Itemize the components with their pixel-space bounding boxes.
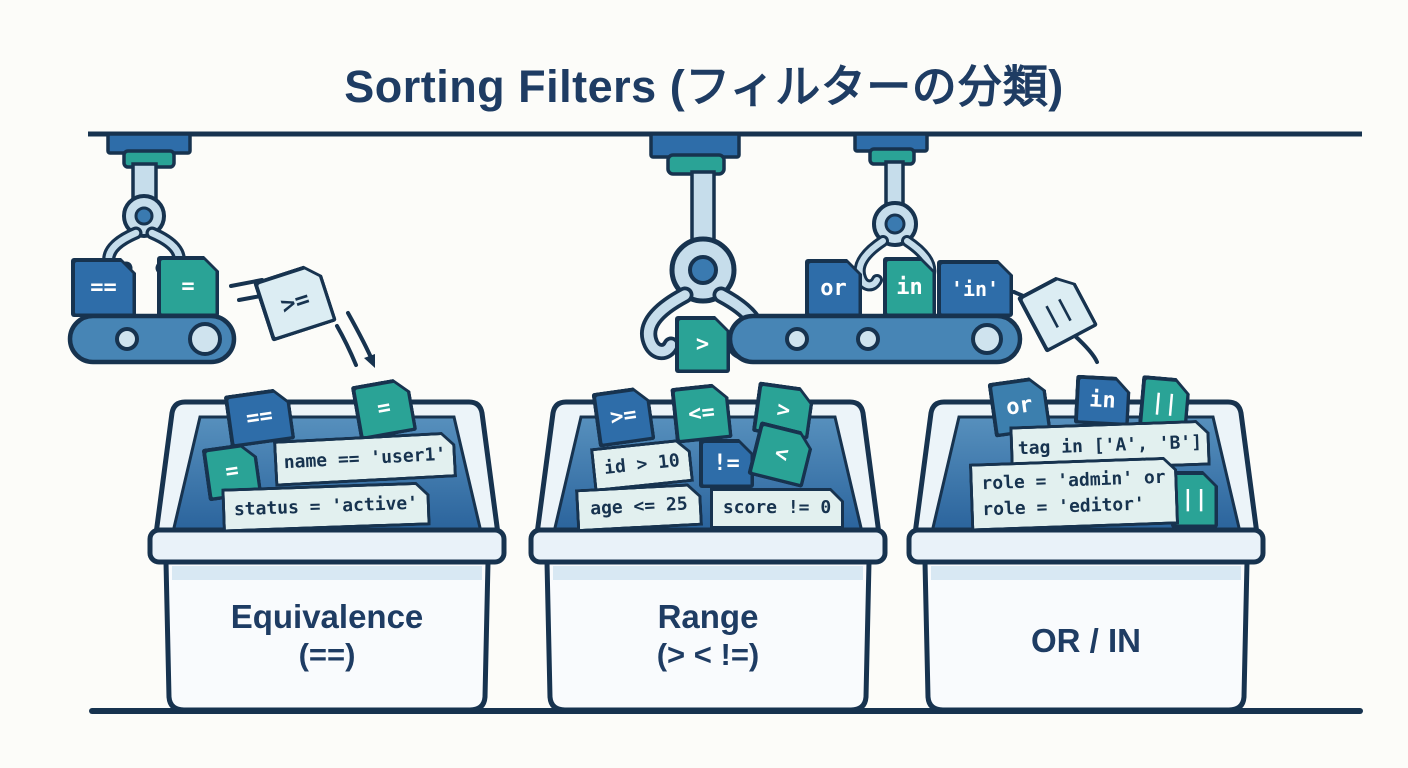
operator-tag-range-held: > bbox=[675, 316, 730, 373]
snippet-text: name == 'user1' bbox=[276, 434, 454, 483]
bin-label-equivalence: Equivalence (==) bbox=[177, 598, 477, 675]
operator-tag-face: in bbox=[1077, 378, 1127, 422]
bin-label-range: Range (> < !=) bbox=[558, 598, 858, 675]
bin-label-or-in: OR / IN bbox=[936, 622, 1236, 660]
conveyor-equivalence bbox=[67, 313, 237, 365]
operator-tag-label: || bbox=[1181, 487, 1208, 512]
operator-tag-face: < bbox=[751, 425, 811, 484]
operator-tag-orin-belt-1: or bbox=[805, 259, 862, 317]
snippet-text: id > 10 bbox=[593, 441, 690, 489]
operator-tag-face: or bbox=[809, 263, 859, 314]
operator-tag-face: = bbox=[161, 260, 216, 314]
bin-subtitle: (==) bbox=[298, 636, 356, 672]
bin-title: Equivalence bbox=[230, 598, 424, 635]
operator-tag-label: < bbox=[772, 440, 791, 469]
conveyor-or-in bbox=[727, 313, 1023, 365]
operator-tag-face: 'in' bbox=[941, 264, 1010, 314]
operator-tag-label: >= bbox=[608, 402, 639, 431]
operator-tag-label: != bbox=[713, 451, 740, 476]
bin-title: OR / IN bbox=[1030, 622, 1141, 659]
diagram-title: Sorting Filters (フィルターの分類) bbox=[344, 61, 1064, 112]
operator-tag-face: > bbox=[679, 320, 727, 370]
claw-machine-equivalence bbox=[102, 132, 192, 280]
operator-tag-face: || bbox=[1175, 475, 1215, 525]
snippet-text: score != 0 bbox=[713, 491, 841, 526]
operator-tag-label: = bbox=[181, 274, 195, 299]
bin2-snippet-3: score != 0 bbox=[710, 488, 844, 529]
bin-subtitle: (> < !=) bbox=[656, 636, 760, 672]
operator-tag-label: <= bbox=[687, 399, 716, 427]
operator-tag-face: == bbox=[75, 262, 133, 314]
operator-tag-face: != bbox=[703, 443, 751, 485]
operator-tag-label: in bbox=[896, 274, 923, 300]
operator-tag-label: > bbox=[775, 397, 792, 424]
bin2-operator-tag-4: != bbox=[699, 439, 754, 488]
bin-title: Range bbox=[657, 598, 759, 635]
snippet-text: age <= 25 bbox=[578, 486, 700, 529]
bin1-snippet-2: status = 'active' bbox=[221, 481, 430, 532]
operator-tag-label: || bbox=[1150, 389, 1179, 418]
operator-tag-orin-belt-2: in bbox=[883, 257, 936, 317]
claw-machine-range bbox=[640, 132, 766, 361]
operator-tag-label: = bbox=[223, 458, 241, 485]
operator-tag-face: >= bbox=[595, 389, 651, 443]
bin1-snippet-1: name == 'user1' bbox=[273, 431, 457, 486]
operator-tag-label: or bbox=[1004, 392, 1035, 421]
operator-tag-label: >= bbox=[276, 283, 314, 320]
operator-tag-face: == bbox=[228, 391, 292, 445]
operator-tag-eq-belt-2: = bbox=[157, 256, 219, 317]
operator-tag-label: == bbox=[244, 403, 275, 432]
bin3-snippet-2: role = 'admin' or role = 'editor' bbox=[969, 456, 1179, 531]
bin2-snippet-2: age <= 25 bbox=[575, 483, 703, 533]
snippet-text: status = 'active' bbox=[224, 484, 427, 529]
drop-arrow bbox=[335, 311, 375, 368]
operator-tag-label: 'in' bbox=[950, 276, 1000, 301]
operator-tag-face: <= bbox=[674, 386, 729, 440]
operator-tag-face: = bbox=[355, 380, 414, 436]
operator-tag-label: or bbox=[820, 275, 847, 301]
operator-tag-label: = bbox=[375, 395, 393, 422]
operator-tag-label: in bbox=[1088, 387, 1117, 414]
operator-tag-orin-belt-3: 'in' bbox=[937, 260, 1013, 317]
operator-tag-label: > bbox=[695, 332, 710, 357]
operator-tag-label: == bbox=[90, 275, 117, 300]
operator-tag-label: || bbox=[1038, 292, 1077, 331]
snippet-text: role = 'admin' or role = 'editor' bbox=[972, 459, 1176, 528]
operator-tag-eq-belt-1: == bbox=[71, 258, 136, 317]
operator-tag-face: in bbox=[887, 261, 933, 314]
